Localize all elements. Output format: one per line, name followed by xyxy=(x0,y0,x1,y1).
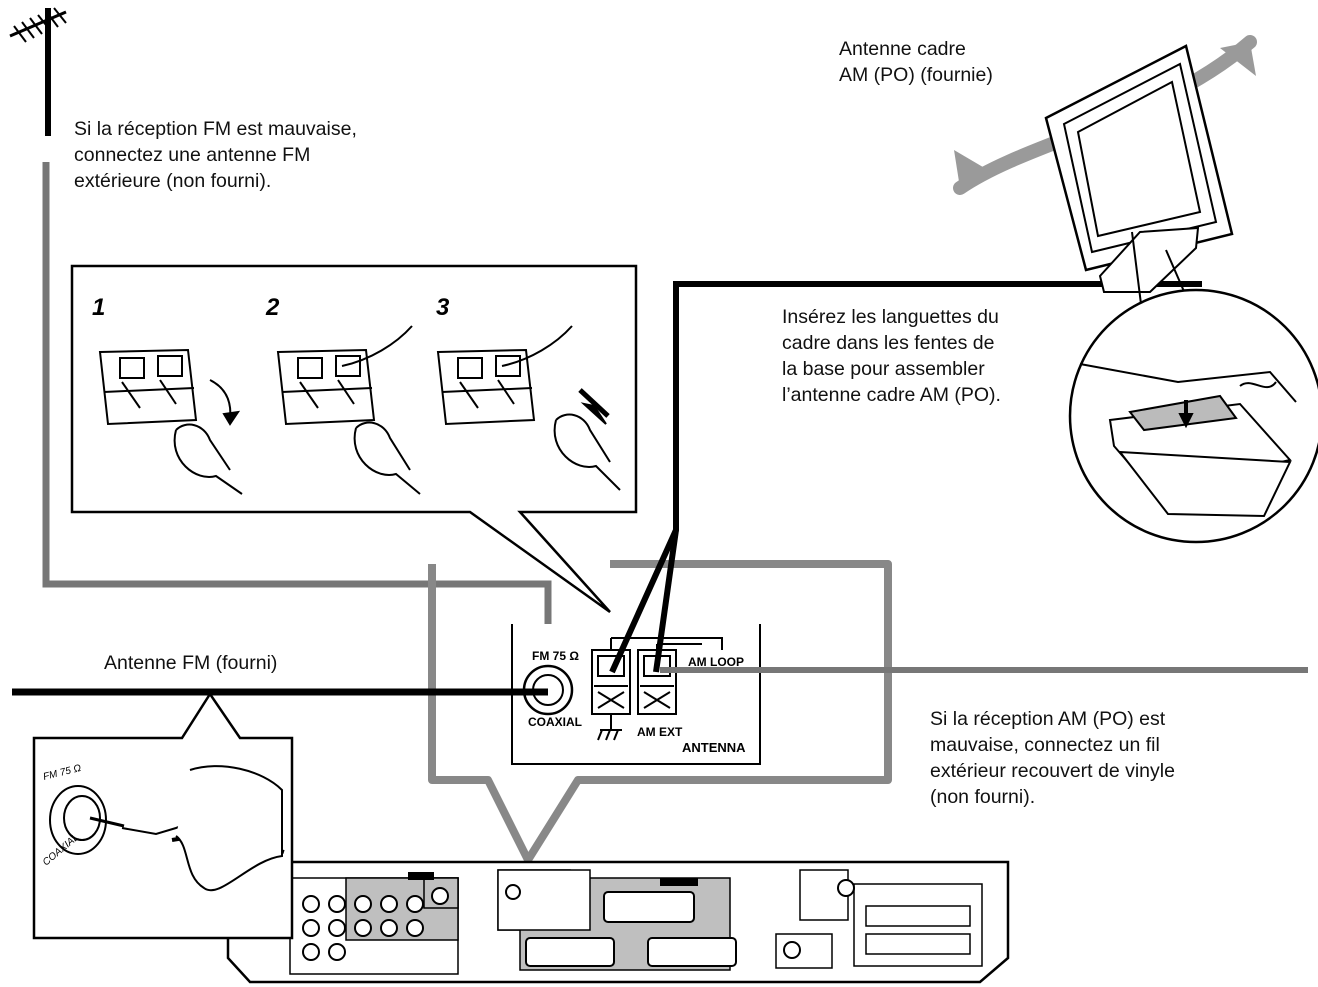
am-loop-cable xyxy=(609,281,1202,674)
am-loop-label-line-2: AM (PO) (fournie) xyxy=(839,64,993,86)
step-2-number: 2 xyxy=(266,294,280,321)
outdoor-fm-note-line-3: extérieure (non fourni). xyxy=(74,170,272,192)
antenna-terminal-panel xyxy=(511,624,761,765)
am-loop-antenna-drawing xyxy=(953,35,1257,293)
rca-jacks xyxy=(302,879,855,961)
loop-assembly-note-line-3: la base pour assembler xyxy=(782,358,985,380)
am-loop-label-line-1: Antenne cadre xyxy=(839,38,966,60)
fm-indoor-label: Antenne FM (fourni) xyxy=(104,652,278,674)
outdoor-fm-note-line-2: connectez une antenne FM xyxy=(74,144,311,166)
am-outdoor-note-line-4: (non fourni). xyxy=(930,786,1036,808)
antenna-block-frame xyxy=(428,560,892,864)
am-outdoor-note-line-3: extérieur recouvert de vinyle xyxy=(930,760,1175,782)
loop-base-detail-drawing xyxy=(1079,363,1297,518)
panel-marker xyxy=(660,878,698,886)
ground-symbol-icon xyxy=(597,714,622,741)
am-outdoor-note-line-1: Si la réception AM (PO) est xyxy=(930,708,1166,730)
am-loop-label: Antenne cadre AM (PO) (fournie) xyxy=(839,36,1099,88)
spring-terminal-step-3-drawing xyxy=(436,325,621,491)
loop-assembly-pointer xyxy=(1131,231,1187,313)
spring-terminal-step-1-drawing xyxy=(98,348,243,495)
outdoor-fm-antenna-icon xyxy=(9,7,67,136)
scart-connectors xyxy=(525,891,737,967)
loop-assembly-note-line-4: l’antenne cadre AM (PO). xyxy=(782,384,1001,406)
outdoor-fm-note: Si la réception FM est mauvaise, connect… xyxy=(74,116,494,194)
fm-coaxial-plug-drawing xyxy=(49,765,285,892)
panel-marker-2 xyxy=(408,872,434,880)
step-3-number: 3 xyxy=(436,294,450,321)
speaker-terminals xyxy=(865,905,971,955)
loop-assembly-note-line-2: cadre dans les fentes de xyxy=(782,332,995,354)
spring-terminal-step-2-drawing xyxy=(276,325,421,495)
am-outdoor-note-line-2: mauvaise, connectez un fil xyxy=(930,734,1160,756)
loop-assembly-note-line-1: Insérez les languettes du xyxy=(782,306,999,328)
am-outdoor-note: Si la réception AM (PO) est mauvaise, co… xyxy=(930,706,1290,810)
step-1-number: 1 xyxy=(92,294,106,321)
loop-assembly-note: Insérez les languettes du cadre dans les… xyxy=(782,304,1082,408)
outdoor-fm-note-line-1: Si la réception FM est mauvaise, xyxy=(74,118,357,140)
